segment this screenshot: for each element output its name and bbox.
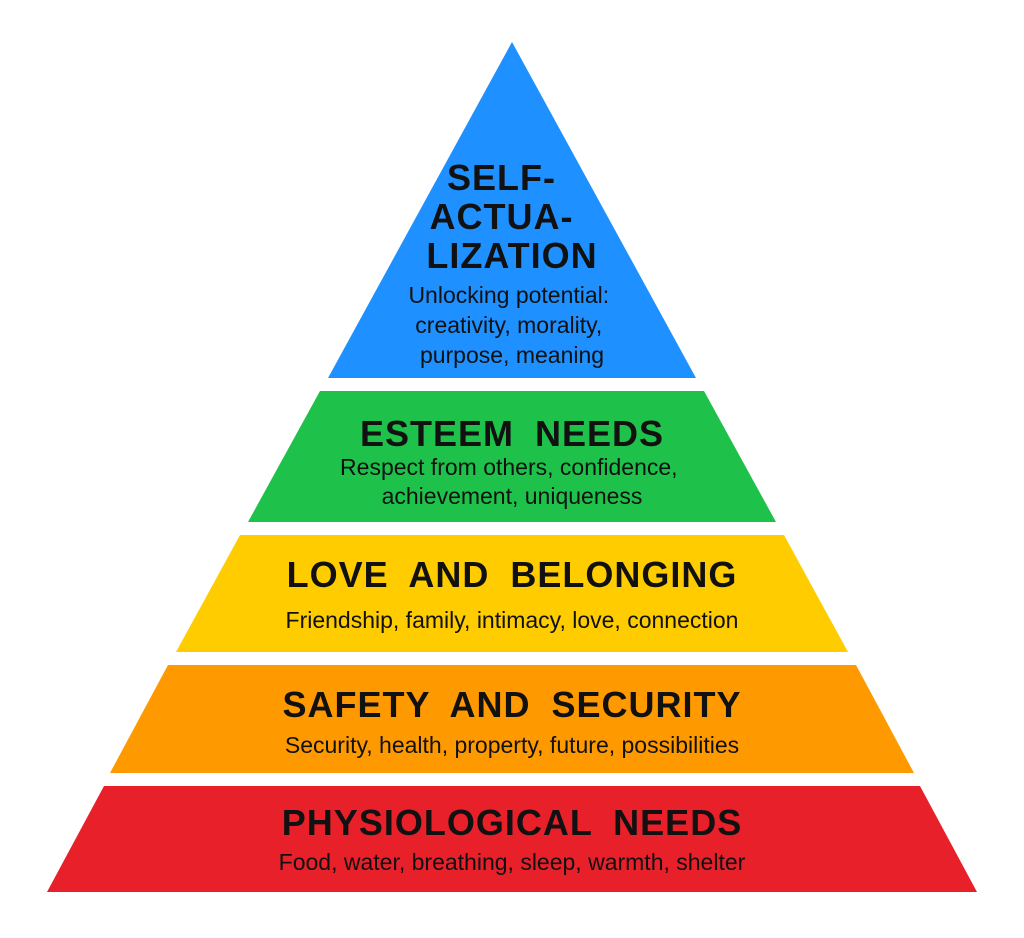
layer-physiological-needs: PHYSIOLOGICAL NEEDS Food, water, breathi… bbox=[47, 786, 977, 892]
esteem-needs-desc-line-1: Respect from others, confidence, bbox=[340, 454, 678, 480]
safety-and-security-desc: Security, health, property, future, poss… bbox=[285, 732, 739, 758]
layer-physiological-needs-shape bbox=[47, 786, 977, 892]
layer-self-actualization-shape bbox=[328, 42, 696, 378]
svg-text:Friendship, family, intimacy,: Friendship, family, intimacy, love, conn… bbox=[286, 607, 739, 633]
layer-love-and-belonging-shape bbox=[176, 535, 848, 652]
self-actualization-desc-line-3: purpose, meaning bbox=[420, 342, 604, 368]
physiological-needs-title: PHYSIOLOGICAL NEEDS bbox=[282, 802, 742, 843]
layer-esteem-needs-shape bbox=[248, 391, 776, 522]
svg-text:Food, water, breathing, sleep,: Food, water, breathing, sleep, warmth, s… bbox=[279, 849, 746, 875]
self-actualization-title-line-1: SELF- bbox=[447, 157, 556, 198]
layer-esteem-needs: ESTEEM NEEDS Respect from others, confid… bbox=[248, 391, 776, 522]
physiological-needs-desc: Food, water, breathing, sleep, warmth, s… bbox=[279, 849, 746, 875]
svg-text:Respect from others, confidenc: Respect from others, confidence, achieve… bbox=[340, 454, 684, 509]
layer-self-actualization: SELF- ACTUA- LIZATION Unlocking potentia… bbox=[328, 42, 696, 378]
svg-text:SAFETY AND SECURITY: SAFETY AND SECURITY bbox=[282, 684, 741, 725]
love-and-belonging-desc: Friendship, family, intimacy, love, conn… bbox=[286, 607, 739, 633]
svg-text:Unlocking potential: cre: Unlocking potential: creativity, moralit… bbox=[408, 282, 615, 368]
svg-text:ESTEEM NEEDS: ESTEEM NEEDS bbox=[360, 413, 664, 454]
layer-safety-and-security: SAFETY AND SECURITY Security, health, pr… bbox=[110, 665, 914, 773]
self-actualization-desc-line-2: creativity, morality, bbox=[415, 312, 602, 338]
esteem-needs-title: ESTEEM NEEDS bbox=[360, 413, 664, 454]
self-actualization-title-line-3: LIZATION bbox=[426, 235, 597, 276]
esteem-needs-desc-line-2: achievement, uniqueness bbox=[382, 483, 643, 509]
safety-and-security-title: SAFETY AND SECURITY bbox=[282, 684, 741, 725]
layer-safety-and-security-shape bbox=[110, 665, 914, 773]
svg-text:SELF- ACTUA- LIZAT: SELF- ACTUA- LIZATION bbox=[426, 157, 597, 276]
self-actualization-desc-line-1: Unlocking potential: bbox=[408, 282, 609, 308]
self-actualization-title-line-2: ACTUA- bbox=[430, 196, 574, 237]
svg-text:PHYSIOLOGICAL NEEDS: PHYSIOLOGICAL NEEDS bbox=[282, 802, 742, 843]
svg-text:Security, health, property, fu: Security, health, property, future, poss… bbox=[285, 732, 739, 758]
svg-text:LOVE AND BELONGING: LOVE AND BELONGING bbox=[287, 554, 738, 595]
love-and-belonging-title: LOVE AND BELONGING bbox=[287, 554, 738, 595]
layer-love-and-belonging: LOVE AND BELONGING Friendship, family, i… bbox=[176, 535, 848, 652]
